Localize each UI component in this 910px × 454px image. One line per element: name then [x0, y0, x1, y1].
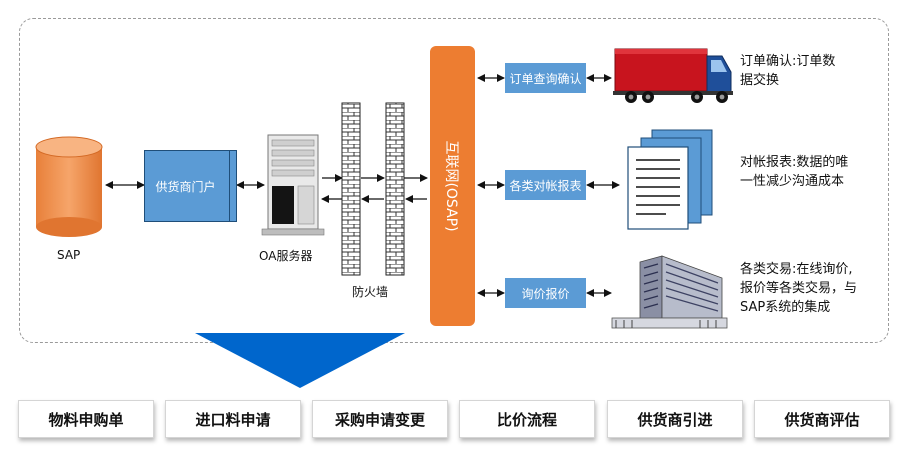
internet-bar	[430, 46, 475, 326]
transactions-description-line: 报价等各类交易，与	[740, 281, 858, 296]
office-building-icon	[611, 255, 728, 329]
server-icon	[261, 134, 325, 236]
reconciliation-description: 对帐报表:数据的唯 一性减少沟通成本	[740, 153, 848, 191]
order-description-line: 订单确认:订单数	[740, 54, 836, 69]
supplier-evaluation-button[interactable]: 供货商评估	[754, 400, 890, 438]
truck-icon	[613, 48, 733, 103]
material-requisition-button[interactable]: 物料申购单	[18, 400, 154, 438]
order-description: 订单确认:订单数 据交换	[740, 52, 835, 90]
reconciliation-description-line: 对帐报表:数据的唯	[740, 155, 849, 170]
firewall-wall-icon	[341, 102, 361, 276]
supplier-portal-box: 供货商门户	[144, 150, 237, 222]
reconciliation-box: 各类对帐报表	[505, 170, 586, 200]
flow-down-arrow-icon	[195, 333, 405, 388]
inquiry-quote-box: 询价报价	[505, 278, 586, 308]
sap-label: SAP	[57, 248, 81, 262]
internet-label: 互联网(OSAP)	[443, 140, 459, 232]
system-boundary	[19, 18, 889, 343]
sap-database-icon	[35, 136, 103, 237]
order-query-box: 订单查询确认	[505, 63, 586, 93]
price-comparison-button[interactable]: 比价流程	[459, 400, 595, 438]
reconciliation-description-line: 一性减少沟通成本	[740, 174, 845, 189]
oa-server-label: OA服务器	[259, 249, 313, 263]
purchase-request-change-button[interactable]: 采购申请变更	[312, 400, 448, 438]
documents-icon	[627, 129, 713, 230]
supplier-portal-label: 供货商门户	[155, 179, 216, 194]
transactions-description-line: 各类交易:在线询价,	[740, 262, 853, 277]
import-material-request-button[interactable]: 进口料申请	[165, 400, 301, 438]
transactions-description-line: SAP系统的集成	[740, 300, 831, 315]
transactions-description: 各类交易:在线询价, 报价等各类交易，与 SAP系统的集成	[740, 260, 857, 317]
firewall-wall-icon	[385, 102, 405, 276]
firewall-label: 防火墙	[352, 285, 389, 299]
supplier-onboarding-button[interactable]: 供货商引进	[607, 400, 743, 438]
order-description-line: 据交换	[740, 73, 780, 88]
portal-side-strip	[228, 151, 230, 221]
